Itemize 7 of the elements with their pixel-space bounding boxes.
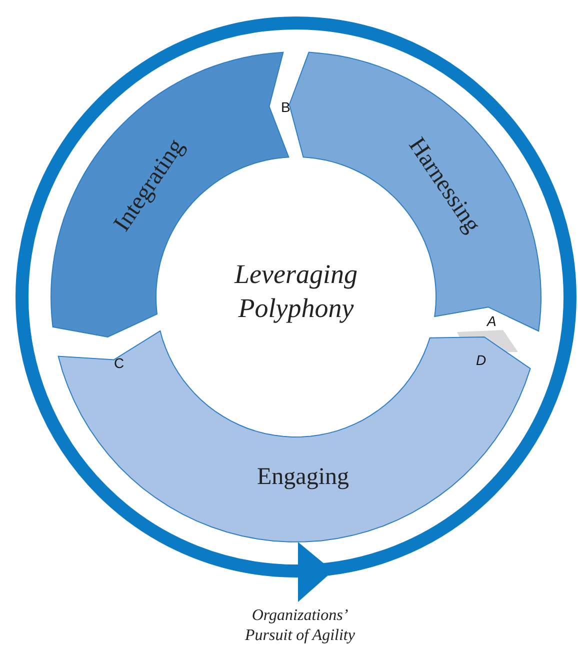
junction-letter: C [114,355,124,371]
caption-text: Organizations’ Pursuit of Agility [244,606,356,646]
junction-letter: D [476,352,486,368]
segment-label: Engaging [257,464,349,490]
junction-letter: B [281,99,290,115]
hub-label: Leveraging Polyphony [233,258,358,325]
junction-letter: A [487,313,496,329]
